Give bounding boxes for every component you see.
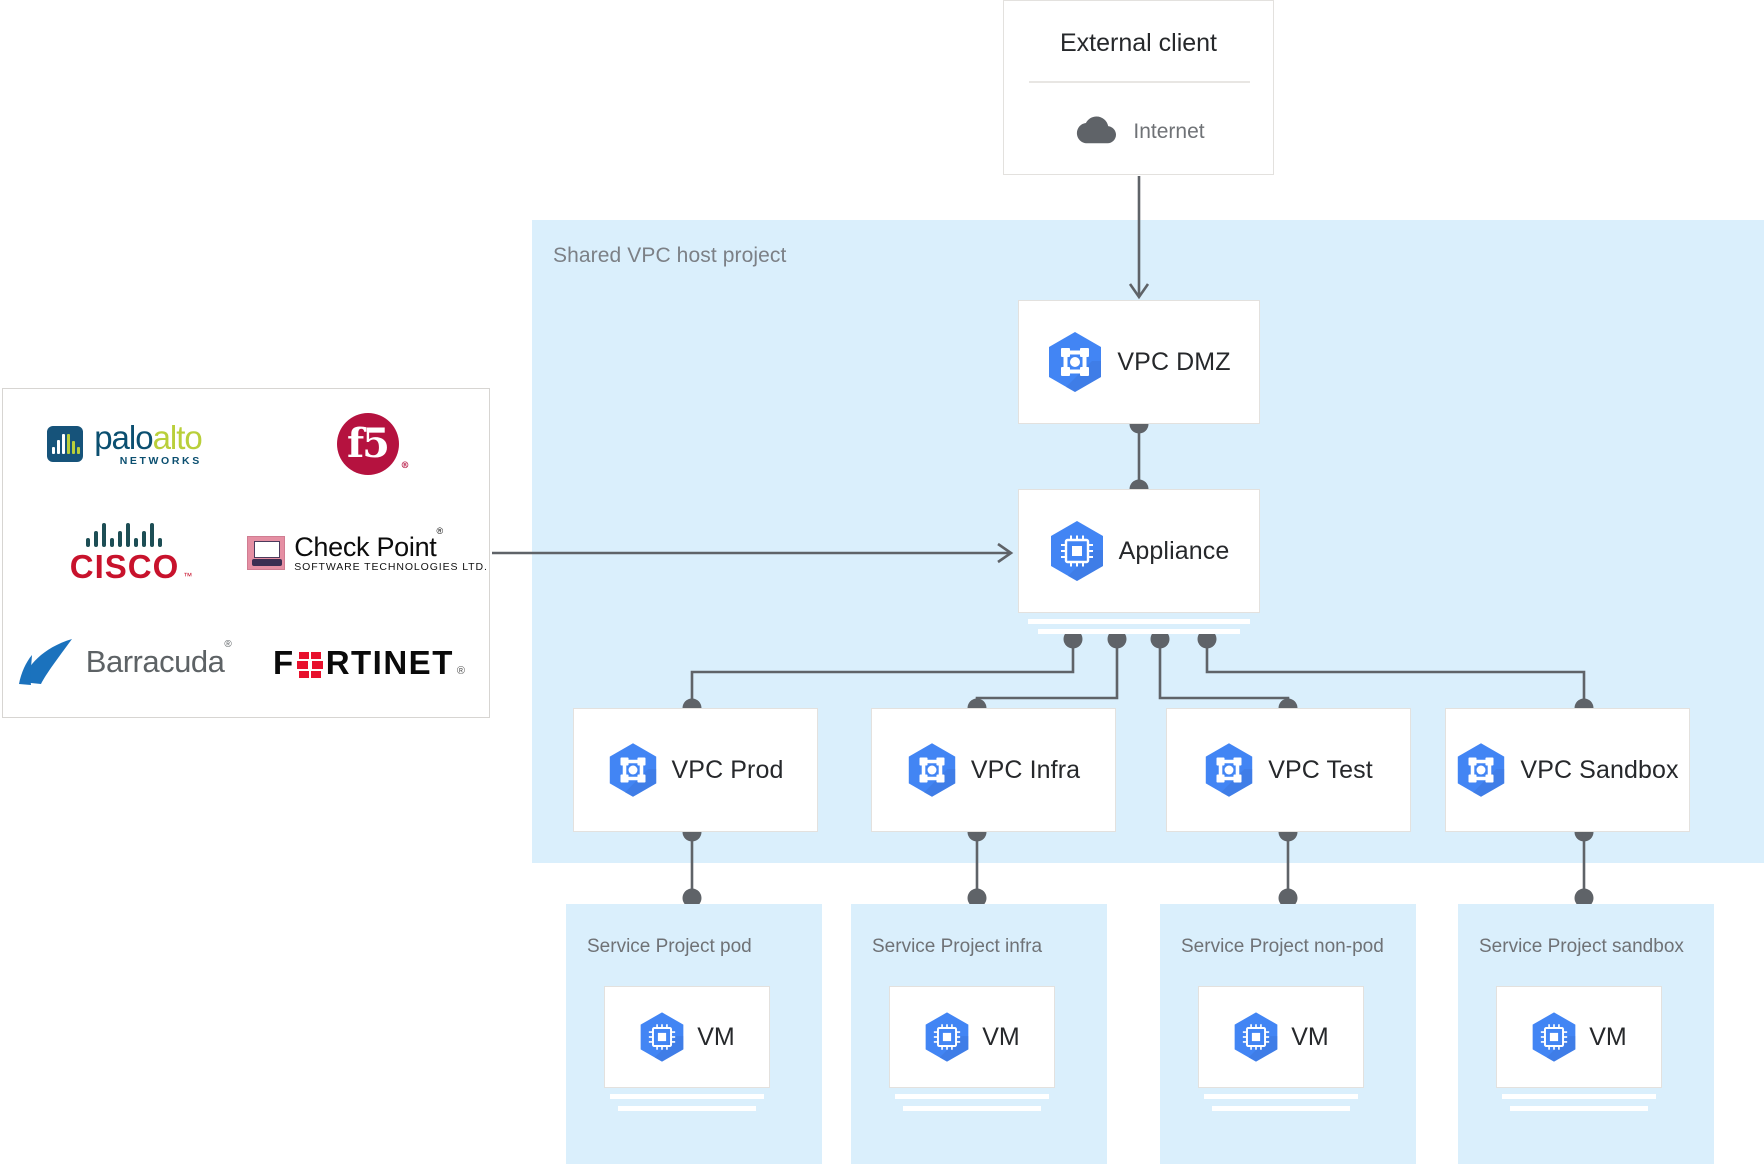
check-point-subtitle: SOFTWARE TECHNOLOGIES LTD.	[294, 560, 488, 573]
service-project-non-pod-title: Service Project non-pod	[1181, 936, 1384, 957]
vm-stack-line-1	[895, 1094, 1049, 1099]
service-project-infra-region: Service Project infra VM	[851, 904, 1107, 1164]
fortinet-word-left: F	[273, 643, 295, 681]
f5-registered-mark: ®	[400, 460, 410, 471]
vm-card-non-pod[interactable]: VM	[1198, 986, 1364, 1088]
vm-card-infra[interactable]: VM	[889, 986, 1055, 1088]
vm-stack-line-1	[1204, 1094, 1358, 1099]
vpc-network-icon	[1458, 743, 1505, 797]
service-project-non-pod-region: Service Project non-pod VM	[1160, 904, 1416, 1164]
vendor-logo-check-point[interactable]: Check Point® SOFTWARE TECHNOLOGIES LTD.	[247, 527, 488, 573]
vm-instance-icon	[1532, 1012, 1576, 1062]
vpc-network-icon	[1206, 743, 1253, 797]
vpc-network-icon	[908, 743, 956, 797]
internet-row: Internet	[1004, 114, 1273, 149]
cisco-bars-icon	[86, 522, 163, 547]
vendor-logo-cisco[interactable]: CISCO ™	[69, 522, 192, 585]
check-point-mark-icon	[247, 535, 286, 570]
palo-alto-word-b: alto	[152, 418, 203, 456]
vpc-prod-label: VPC Prod	[671, 755, 784, 784]
shared-vpc-host-project-label: Shared VPC host project	[553, 244, 787, 267]
appliance-label: Appliance	[1118, 536, 1230, 565]
external-client-card[interactable]: External client Internet	[1003, 0, 1274, 175]
external-client-title: External client	[1059, 29, 1218, 57]
vm-card-sandbox[interactable]: VM	[1496, 986, 1662, 1088]
vpc-test-card[interactable]: VPC Test	[1166, 708, 1411, 832]
vm-stack-line-2	[1510, 1106, 1648, 1111]
barracuda-fin-icon	[18, 639, 72, 686]
fortinet-o-glyph-icon	[296, 651, 324, 679]
vm-label-non-pod: VM	[1291, 1022, 1329, 1051]
vpc-infra-card[interactable]: VPC Infra	[871, 708, 1116, 832]
vpc-network-icon	[1049, 332, 1102, 392]
cisco-wordmark: CISCO	[69, 547, 180, 585]
barracuda-wordmark: Barracuda	[85, 644, 225, 680]
vm-instance-icon	[640, 1012, 684, 1062]
service-project-infra-title: Service Project infra	[872, 936, 1043, 957]
fortinet-registered-mark: ®	[456, 665, 465, 678]
appliance-vendors-panel: paloalto NETWORKS f5 ®	[2, 388, 490, 718]
vm-label-sandbox: VM	[1589, 1022, 1627, 1051]
card-divider	[1029, 81, 1250, 83]
vm-label-pod: VM	[697, 1022, 735, 1051]
f5-wordmark: f5	[346, 420, 390, 468]
vm-instance-icon	[925, 1012, 969, 1062]
vpc-sandbox-label: VPC Sandbox	[1520, 755, 1679, 784]
vpc-infra-label: VPC Infra	[970, 755, 1081, 784]
service-project-pod-title: Service Project pod	[587, 936, 752, 957]
service-project-pod-region: Service Project pod VM	[566, 904, 822, 1164]
vm-stack-line-2	[1212, 1106, 1350, 1111]
service-project-sandbox-region: Service Project sandbox VM	[1458, 904, 1714, 1164]
vpc-prod-card[interactable]: VPC Prod	[573, 708, 818, 832]
palo-alto-mark-icon	[47, 425, 84, 462]
vm-stack-line-2	[618, 1106, 756, 1111]
vendor-logo-grid: paloalto NETWORKS f5 ®	[3, 389, 489, 717]
vm-stack-line-1	[1502, 1094, 1656, 1099]
appliance-stack-line-1	[1028, 619, 1250, 624]
appliance-chip-icon	[1050, 521, 1103, 581]
palo-alto-word-a: palo	[94, 418, 153, 456]
fortinet-word-right: RTINET	[325, 643, 454, 681]
appliance-card[interactable]: Appliance	[1018, 489, 1260, 613]
vm-stack-line-2	[903, 1106, 1041, 1111]
vendor-logo-f5[interactable]: f5 ®	[336, 412, 410, 475]
palo-alto-subtitle: NETWORKS	[119, 454, 202, 467]
vpc-test-label: VPC Test	[1268, 755, 1373, 784]
vpc-dmz-card[interactable]: VPC DMZ	[1018, 300, 1260, 424]
internet-label: Internet	[1133, 119, 1205, 143]
vm-label-infra: VM	[982, 1022, 1020, 1051]
vm-stack-line-1	[610, 1094, 764, 1099]
vendor-logo-fortinet[interactable]: F RTINET ®	[273, 643, 465, 681]
vpc-sandbox-card[interactable]: VPC Sandbox	[1445, 708, 1690, 832]
vpc-network-icon	[609, 743, 656, 797]
vm-card-pod[interactable]: VM	[604, 986, 770, 1088]
appliance-stack-line-2	[1038, 629, 1240, 634]
f5-mark-icon: f5 ®	[336, 412, 410, 475]
vpc-dmz-label: VPC DMZ	[1117, 347, 1231, 376]
check-point-wordmark: Check Point	[294, 532, 437, 563]
vm-instance-icon	[1234, 1012, 1278, 1062]
cisco-trademark-mark: ™	[183, 570, 193, 581]
service-project-sandbox-title: Service Project sandbox	[1479, 936, 1684, 957]
vendor-logo-palo-alto-networks[interactable]: paloalto NETWORKS	[47, 418, 203, 467]
vendor-logo-barracuda[interactable]: Barracuda®	[18, 636, 232, 688]
cloud-icon	[1072, 114, 1118, 149]
